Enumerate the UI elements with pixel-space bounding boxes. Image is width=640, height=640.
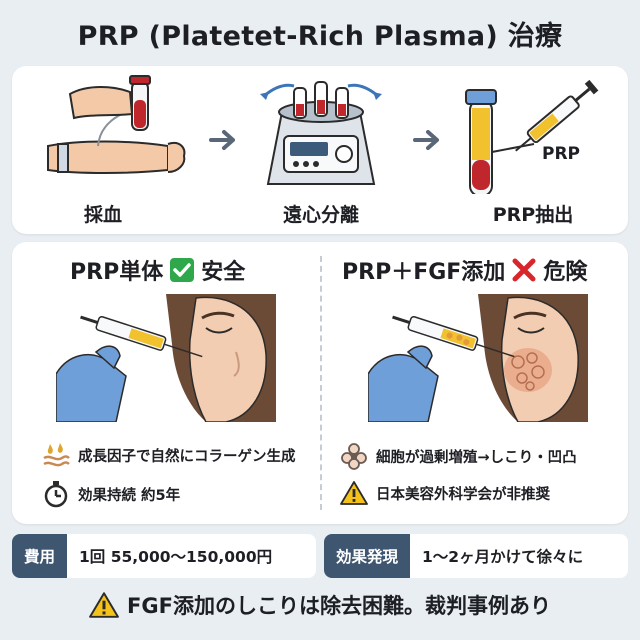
cell-cluster-icon [341,443,367,470]
face-lumps-illustration [368,294,588,422]
safe-verdict: 安全 [201,260,246,285]
danger-info-text: 日本美容外科学会が非推奨 [376,486,550,503]
step-prp-extract: PRP PRP抽出 [448,66,618,234]
onset-value: 1〜2ヶ月かけて徐々に [422,548,584,566]
blood-draw-icon [47,75,186,174]
prp-tube-syringe-icon [465,79,599,194]
bottom-warning-text: FGF添加のしこりは除去困難。裁判事例あり [127,594,551,618]
comparison-panel: PRP単体 安全 成長因子で自然にコラーゲン生成 [12,242,628,524]
danger-side-heading: PRP＋FGF添加 [342,260,506,285]
arrow-right-icon [209,130,235,150]
red-cross-icon [512,258,536,282]
face-injection-illustration [56,294,276,422]
stopwatch-icon [44,481,68,508]
process-panel: 採血 遠心分離 [12,66,628,234]
onset-pill: 効果発現 1〜2ヶ月かけて徐々に [324,534,628,578]
step-label-prp-extract: PRP抽出 [492,204,574,226]
green-check-icon [170,258,195,282]
page-title: PRP (Platetet-Rich Plasma) 治療 [77,21,563,52]
warning-icon [340,481,368,505]
safe-info-text: 効果持続 約5年 [78,487,181,504]
cost-pill: 費用 1回 55,000〜150,000円 [12,534,316,578]
safe-info-text: 成長因子で自然にコラーゲン生成 [78,448,296,465]
danger-side-title: PRP＋FGF添加 危険 [342,254,587,286]
bottom-warning: FGF添加のしこりは除去困難。裁判事例あり [0,590,640,620]
safe-side-heading: PRP単体 [70,260,164,285]
step-centrifuge: 遠心分離 [236,66,406,234]
step-label-centrifuge: 遠心分離 [282,204,359,226]
cost-value: 1回 55,000〜150,000円 [79,548,273,566]
onset-tag: 効果発現 [324,534,411,578]
danger-info-text: 細胞が過剰増殖→しこり・凹凸 [376,449,577,466]
danger-info-row: 日本美容外科学会が非推奨 [340,480,550,506]
step-label-blood-draw: 採血 [83,204,122,226]
safe-info-row: 効果持続 約5年 [42,480,180,508]
safe-side-title: PRP単体 安全 [70,254,245,286]
danger-verdict: 危険 [543,260,588,285]
skin-layer-icon [43,443,70,467]
prp-tube-label: PRP [542,144,581,164]
centrifuge-icon [260,81,382,185]
safe-info-row: 成長因子で自然にコラーゲン生成 [42,442,296,468]
warning-icon [89,592,119,618]
danger-info-row: 細胞が過剰増殖→しこり・凹凸 [340,442,577,470]
arrow-right-icon [413,130,439,150]
comparison-divider [320,256,322,510]
step-blood-draw: 採血 [18,66,188,234]
cost-tag: 費用 [12,534,68,578]
